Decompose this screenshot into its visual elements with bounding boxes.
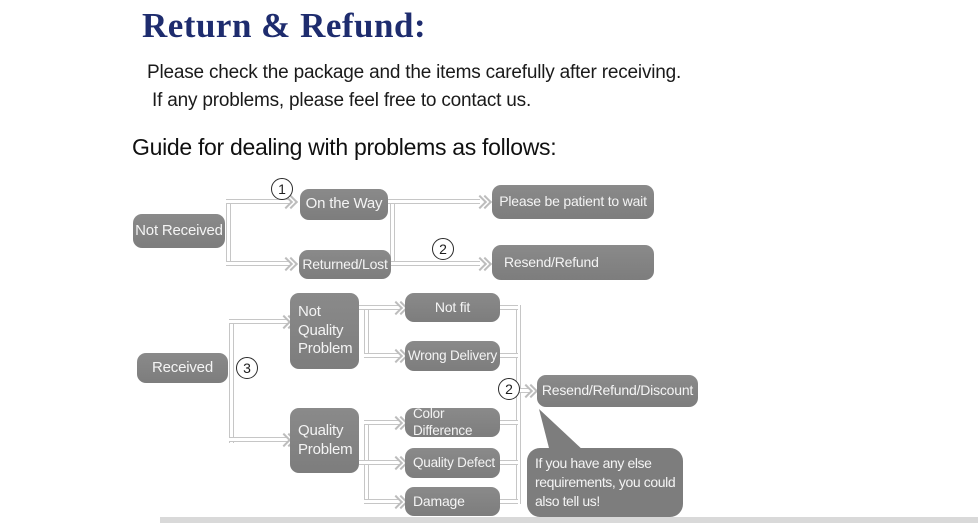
connector-line bbox=[388, 199, 480, 204]
flow-box-returned-lost: Returned/Lost bbox=[299, 250, 391, 279]
flow-box-please-wait: Please be patient to wait bbox=[492, 185, 654, 219]
connector-line bbox=[500, 460, 518, 465]
connector-line bbox=[364, 499, 400, 504]
step-2-badge: 2 bbox=[432, 238, 454, 260]
flow-box-not-quality-problem: Not Quality Problem bbox=[290, 293, 359, 369]
flow-box-quality-problem: Quality Problem bbox=[290, 408, 359, 473]
flow-box-resend-refund-discount: Resend/Refund/Discount bbox=[537, 375, 698, 407]
connector-line bbox=[500, 420, 518, 425]
arrow-right-icon bbox=[281, 257, 297, 270]
step-1-number: 1 bbox=[278, 181, 286, 197]
connector-line bbox=[390, 199, 395, 266]
speech-bubble-note: If you have any else requirements, you c… bbox=[527, 448, 683, 517]
arrow-right-icon bbox=[521, 384, 537, 397]
step-3-number: 3 bbox=[243, 360, 251, 376]
flow-box-wrong-delivery: Wrong Delivery bbox=[405, 341, 500, 371]
flow-box-quality-defect: Quality Defect bbox=[405, 448, 500, 478]
step-2-number: 2 bbox=[505, 381, 513, 397]
arrow-right-icon bbox=[475, 195, 491, 208]
connector-line bbox=[364, 420, 400, 425]
connector-line bbox=[516, 305, 521, 504]
step-1-badge: 1 bbox=[271, 178, 293, 200]
flow-box-color-difference: Color Difference bbox=[405, 406, 500, 438]
bottom-divider-bar bbox=[160, 517, 978, 523]
flow-box-not-fit: Not fit bbox=[405, 293, 500, 322]
connector-line bbox=[359, 460, 400, 465]
connector-line bbox=[359, 305, 400, 310]
connector-line bbox=[226, 261, 290, 266]
connector-line bbox=[390, 261, 480, 266]
arrow-right-icon bbox=[475, 257, 491, 270]
note-line-1: Please check the package and the items c… bbox=[147, 62, 682, 83]
connector-line bbox=[500, 353, 518, 358]
flow-box-on-the-way: On the Way bbox=[300, 189, 388, 220]
connector-line bbox=[364, 353, 400, 358]
connector-line bbox=[364, 305, 369, 358]
step-3-badge: 3 bbox=[236, 357, 258, 379]
connector-line bbox=[226, 199, 290, 204]
connector-line bbox=[500, 305, 518, 310]
flow-box-received: Received bbox=[137, 353, 228, 383]
connector-line bbox=[229, 319, 234, 443]
connector-line bbox=[500, 499, 518, 504]
page-title: Return & Refund: bbox=[142, 6, 427, 45]
connector-line bbox=[229, 437, 288, 442]
connector-line bbox=[229, 319, 288, 324]
speech-bubble-tail bbox=[539, 409, 585, 452]
note-line-2: If any problems, please feel free to con… bbox=[152, 90, 532, 111]
flow-box-not-received: Not Received bbox=[133, 214, 225, 248]
guide-heading: Guide for dealing with problems as follo… bbox=[132, 134, 557, 160]
step-2-number: 2 bbox=[439, 241, 447, 257]
flow-box-resend-refund: Resend/Refund bbox=[492, 245, 654, 280]
flow-box-damage: Damage bbox=[405, 487, 500, 516]
step-2-badge: 2 bbox=[498, 378, 520, 400]
connector-line bbox=[226, 199, 231, 266]
